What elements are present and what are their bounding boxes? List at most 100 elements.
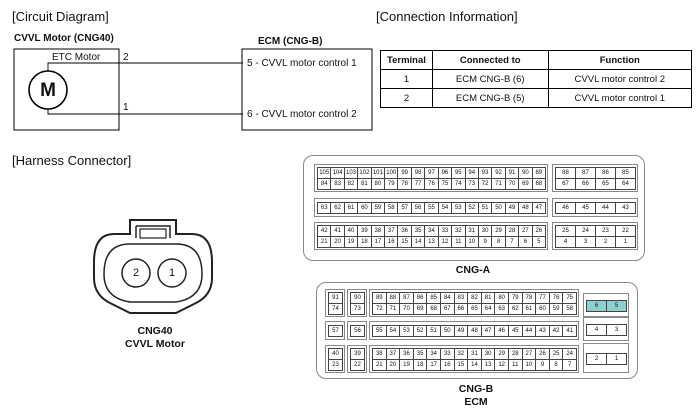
connection-table: Terminal Connected to Function 1 ECM CNG… [380,50,693,108]
table-row: 1 ECM CNG-B (6) CVVL motor control 2 [380,69,693,89]
circuit-diagram [13,48,373,131]
connector-pin: 57 [397,202,412,214]
connector-pin: 84 [317,178,332,190]
connector-pin: 17 [426,359,441,371]
connector-pin: 12 [437,236,453,248]
cngb-caption: CNG-B [458,383,494,395]
connector-pin: 20 [330,236,345,248]
cnga-caption: CNG-A [455,264,491,276]
connector-pin: 68 [426,303,441,315]
connector-pin: 69 [518,178,533,190]
connector-pin: 63 [494,303,509,315]
connector-pin: 9 [477,236,493,248]
connector-pin: 68 [531,178,546,190]
connector-pin: 21 [317,236,332,248]
connector-pin: 81 [357,178,372,190]
header-connected-to: Connected to [431,50,549,70]
cng40-caption: CNG40 [137,325,173,337]
connector-pin: 49 [504,202,520,214]
connector-pin: 56 [350,325,365,337]
connector-pin: 63 [317,202,332,214]
connector-pin: 76 [424,178,439,190]
connector-pin: 42 [548,325,564,337]
connector-pin: 7 [562,359,577,371]
connector-pin: 14 [410,236,426,248]
connector-pin: 18 [357,236,372,248]
header-terminal: Terminal [380,50,433,70]
connector-pin: 43 [615,202,636,214]
connector-pin: 59 [370,202,386,214]
connector-pin: 12 [494,359,509,371]
ecm-pin5-label: 5 - CVVL motor control 1 [247,58,357,69]
connector-pin: 45 [508,325,523,337]
connector-pin: 43 [535,325,550,337]
connector-pin: 19 [399,359,414,371]
wire-pin2 [47,62,243,71]
connector-pin: 78 [397,178,412,190]
cell-function: CVVL motor control 1 [547,88,693,108]
circuit-diagram-heading: [Circuit Diagram] [12,9,109,24]
connector-pin: 58 [384,202,399,214]
connector-pin: 13 [424,236,439,248]
connector-pin: 65 [467,303,482,315]
connector-pin: 3 [606,323,627,336]
cng40-connector [93,219,213,314]
connector-pin: 15 [397,236,412,248]
connector-pin: 47 [531,202,546,214]
wire-pin1-label: 1 [123,102,129,113]
connector-pin: 11 [451,236,466,248]
connector-pin: 61 [343,202,359,214]
connector-pin: 52 [412,325,428,337]
connector-pin: 16 [440,359,455,371]
connector-pin: 11 [508,359,523,371]
connection-info-heading: [Connection Information] [376,9,518,24]
connector-pin: 41 [562,325,577,337]
header-function: Function [547,50,693,70]
connector-pin: 64 [615,178,636,190]
motor-m-symbol: M [40,80,56,101]
connector-pin: 50 [440,325,455,337]
connector-pin: 2 [586,352,607,365]
cell-connected-to: ECM CNG-B (5) [431,88,549,108]
connector-pin: 1 [615,236,636,248]
connector-pin: 5 [606,299,627,312]
wire-pin1 [47,109,243,115]
connector-pin: 73 [464,178,479,190]
connector-pin: 75 [437,178,453,190]
connector-pin: 45 [575,202,596,214]
connector-pin: 74 [328,303,343,315]
motor-box [13,48,120,131]
connector-pin: 69 [412,303,428,315]
connector-pin: 58 [562,303,577,315]
connector-pin: 61 [521,303,537,315]
connector-pin: 8 [548,359,564,371]
connector-pin: 6 [518,236,533,248]
connector-pin: 2 [595,236,616,248]
connector-pin: 48 [518,202,533,214]
connector-pin: 53 [451,202,466,214]
connector-pin: 53 [399,325,414,337]
connector-pin: 67 [555,178,576,190]
connector-pin: 47 [480,325,496,337]
cng40-pin-right-label: 1 [168,267,176,279]
connector-pin: 54 [385,325,401,337]
ecm-title: ECM (CNG-B) [258,36,323,47]
connector-pin: 55 [372,325,387,337]
connector-pin: 14 [467,359,482,371]
connector-pin: 3 [575,236,596,248]
etc-motor-label: ETC Motor [52,52,101,63]
connector-pin: 83 [330,178,345,190]
connector-pin: 23 [328,359,343,371]
connector-pin: 72 [477,178,493,190]
connector-pin: 50 [491,202,506,214]
